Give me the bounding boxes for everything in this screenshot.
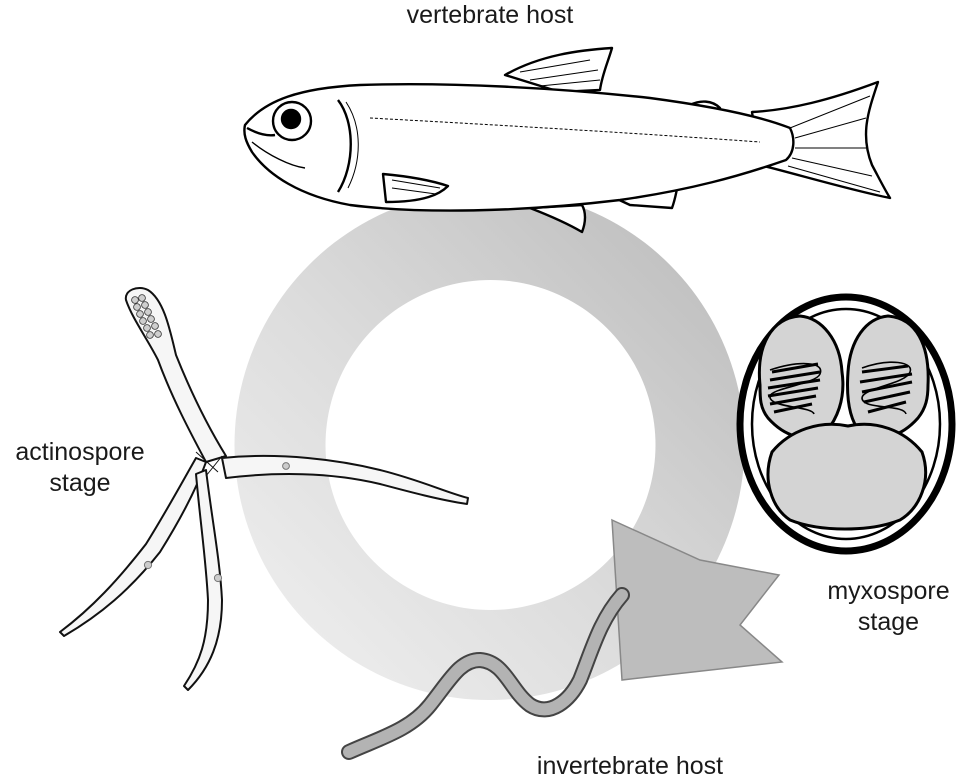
actinospore-label-line2: stage (0, 468, 160, 499)
actinospore-stage-label: actinospore stage (0, 437, 160, 499)
fish-icon (244, 48, 890, 232)
actinospore-label-line1: actinospore (0, 437, 160, 468)
myxospore-label-line1: myxospore (810, 576, 967, 607)
cycle-arrow-icon (234, 190, 782, 700)
myxospore-stage-label: myxospore stage (810, 576, 967, 638)
myxospore-icon (740, 297, 952, 551)
invertebrate-host-label: invertebrate host (480, 751, 780, 782)
vertebrate-host-label: vertebrate host (330, 0, 650, 31)
myxospore-label-line2: stage (810, 607, 967, 638)
